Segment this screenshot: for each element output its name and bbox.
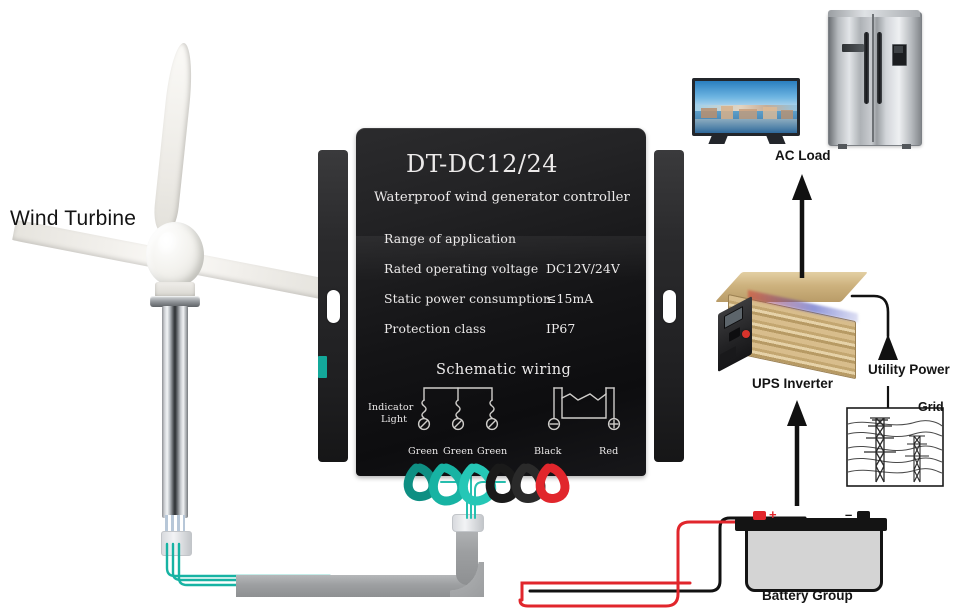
controller-terminal-label-1: Green <box>443 446 474 457</box>
battery-case <box>745 528 883 592</box>
battery-negative-terminal <box>857 511 870 520</box>
battery-lid <box>735 518 887 531</box>
controller-mount-slot-left <box>327 290 340 323</box>
power-grid-icon <box>846 398 950 490</box>
turbine-yaw-bracket <box>155 282 195 298</box>
battery-minus-sign: – <box>845 507 853 522</box>
fridge-control-panel <box>842 44 864 52</box>
controller-body: DT-DC12/24 Waterproof wind generator con… <box>356 128 646 476</box>
turbine-blade-upper <box>152 41 196 234</box>
tv-screen <box>695 81 797 133</box>
controller-subtitle-text: Waterproof wind generator controller <box>374 190 630 205</box>
fridge-handle-right <box>877 32 882 104</box>
battery-plus-sign: + <box>769 507 777 522</box>
tv-stand-right <box>766 136 786 144</box>
controller-spec-value-0: DC12V/24V <box>546 261 620 276</box>
controller-terminal-label-0: Green <box>408 446 439 457</box>
controller-terminal-label-3: Black <box>534 446 562 457</box>
controller-terminal-label-2: Green <box>477 446 508 457</box>
arrow-battery-to-inverter <box>787 400 807 506</box>
turbine-hub <box>146 222 204 286</box>
cable-conduit-horizontal <box>236 575 478 597</box>
controller-body-sheen <box>356 236 646 282</box>
controller-spec-heading: Range of application <box>384 231 517 246</box>
controller-spec-name-0: Rated operating voltage <box>384 261 539 276</box>
battery-positive-wire <box>518 520 748 608</box>
conduit-elbow <box>450 562 484 597</box>
ups-inverter-icon <box>714 272 870 380</box>
controller-spec-value-1: ≤15mA <box>546 291 594 306</box>
wind-turbine-label: Wind Turbine <box>10 207 137 230</box>
turbine-output-wires <box>165 515 185 535</box>
controller-mount-slot-right <box>663 290 676 323</box>
controller-to-battery-wires <box>520 516 807 602</box>
controller-model-text: DT-DC12/24 <box>406 150 559 178</box>
controller-spec-value-2: IP67 <box>546 321 576 336</box>
battery-positive-terminal <box>753 511 766 520</box>
television-icon <box>692 78 800 146</box>
fridge-shell <box>828 12 922 146</box>
controller-terminal-label-4: Red <box>599 446 619 457</box>
controller-schematic-drawing <box>417 387 621 431</box>
battery-group-label: Battery Group <box>762 588 853 603</box>
wind-generator-controller: DT-DC12/24 Waterproof wind generator con… <box>318 128 684 478</box>
controller-side-tab <box>318 356 327 378</box>
ups-inverter-label: UPS Inverter <box>752 376 834 391</box>
tv-stand-left <box>708 136 728 144</box>
fridge-handle-left <box>864 32 869 104</box>
wind-turbine-icon <box>0 10 337 570</box>
fridge-dispenser-panel <box>894 46 903 53</box>
controller-spec-name-1: Static power consumption <box>384 291 552 306</box>
fridge-top <box>828 10 920 17</box>
controller-output-wire-loops <box>403 463 570 506</box>
grid-label: Grid <box>918 400 944 414</box>
controller-indicator-label-line2: Light <box>381 414 408 425</box>
utility-power-label: Utility Power <box>868 362 950 377</box>
inverter-power-button <box>742 330 750 338</box>
controller-indicator-label-line1: Indicator <box>368 402 414 413</box>
controller-schematic-title: Schematic wiring <box>436 362 572 378</box>
fridge-foot-left <box>838 144 847 149</box>
turbine-mast <box>162 306 188 518</box>
turbine-to-controller-cable <box>165 542 332 587</box>
battery-icon: + – <box>735 507 903 592</box>
turbine-clamp <box>150 296 200 307</box>
controller-spec-name-2: Protection class <box>384 321 486 336</box>
turbine-hub-highlight <box>158 232 178 256</box>
arrow-inverter-to-ac-load <box>792 174 812 278</box>
fridge-foot-right <box>902 144 911 149</box>
fridge-door-divider <box>872 14 874 142</box>
refrigerator-icon <box>822 8 924 149</box>
ac-load-label: AC Load <box>775 148 831 163</box>
